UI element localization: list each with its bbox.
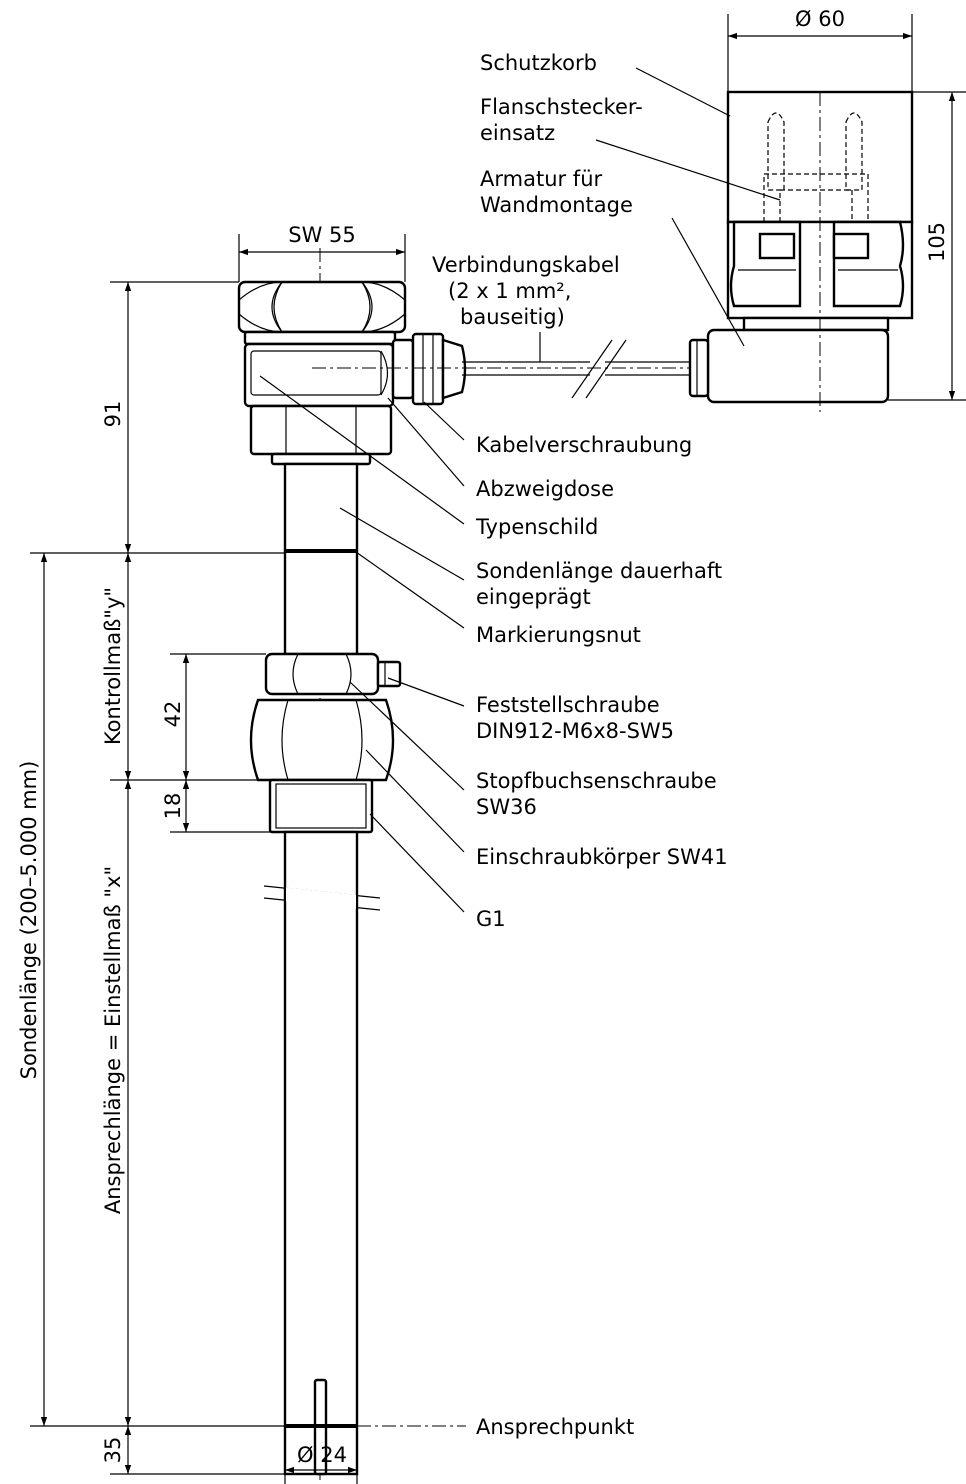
- dim-sw55: SW 55: [288, 223, 356, 247]
- dim-h42: 42: [161, 701, 185, 728]
- label-schutzkorb: Schutzkorb: [480, 51, 597, 75]
- dim-h18: 18: [161, 793, 185, 820]
- label-feststell-1: Feststellschraube: [476, 693, 660, 717]
- leader-lines: [259, 67, 781, 913]
- dimension-texts: SW 55 Ø 60 Ø 24 105 91 42 18 35 Kontroll…: [17, 7, 949, 1467]
- label-flanschstecker-1: Flanschstecker-: [480, 95, 643, 119]
- label-kabel-2: (2 x 1 mm²,: [448, 279, 571, 303]
- label-sondenlaenge-1: Sondenlänge dauerhaft: [476, 559, 722, 583]
- dim-kontrollmass: Kontrollmaß"y": [101, 587, 125, 745]
- labels: Schutzkorb Flanschstecker- einsatz Armat…: [432, 51, 728, 1439]
- label-stopf-1: Stopfbuchsenschraube: [476, 769, 717, 793]
- dim-d24: Ø 24: [297, 1443, 347, 1467]
- junction-box: [243, 330, 397, 466]
- marking-groove: [285, 549, 357, 553]
- probe-tube: [249, 462, 402, 1476]
- wall-mount-housing: [688, 90, 914, 412]
- sensing-point-groove: [285, 1424, 357, 1428]
- dim-h91: 91: [101, 401, 125, 428]
- label-abzweigdose: Abzweigdose: [476, 477, 614, 501]
- dim-sondenlaenge-total: Sondenlänge (200–5.000 mm): [17, 761, 41, 1080]
- dim-ansprechlaenge: Ansprechlänge = Einstellmaß "x": [101, 866, 125, 1214]
- label-sondenlaenge-2: eingeprägt: [476, 585, 591, 609]
- label-stopf-2: SW36: [476, 795, 537, 819]
- dim-h105: 105: [925, 222, 949, 262]
- label-flanschstecker-2: einsatz: [480, 121, 555, 145]
- label-typenschild: Typenschild: [475, 515, 598, 539]
- label-kabelverschraubung: Kabelverschraubung: [476, 433, 692, 457]
- hex-head-sw55: [237, 280, 407, 334]
- label-armatur-2: Wandmontage: [480, 193, 633, 217]
- label-kabel-1: Verbindungskabel: [432, 253, 620, 277]
- label-g1: G1: [476, 907, 506, 931]
- label-feststell-2: DIN912-M6x8-SW5: [476, 719, 674, 743]
- connection-cable: [312, 339, 690, 399]
- label-ansprechpunkt: Ansprechpunkt: [476, 1415, 634, 1439]
- gland-screw-sw36: [264, 652, 402, 696]
- dim-d60: Ø 60: [795, 7, 845, 31]
- dim-h35: 35: [101, 1437, 125, 1464]
- label-kabel-3: bauseitig): [460, 305, 565, 329]
- label-einschraub: Einschraubkörper SW41: [476, 845, 728, 869]
- screw-in-body-sw41: [249, 698, 395, 834]
- dimension-lines: [30, 14, 966, 1484]
- cable-gland: [391, 332, 467, 406]
- label-markierungsnut: Markierungsnut: [476, 623, 641, 647]
- probe-assembly: [237, 248, 467, 1480]
- label-armatur-1: Armatur für: [480, 167, 603, 191]
